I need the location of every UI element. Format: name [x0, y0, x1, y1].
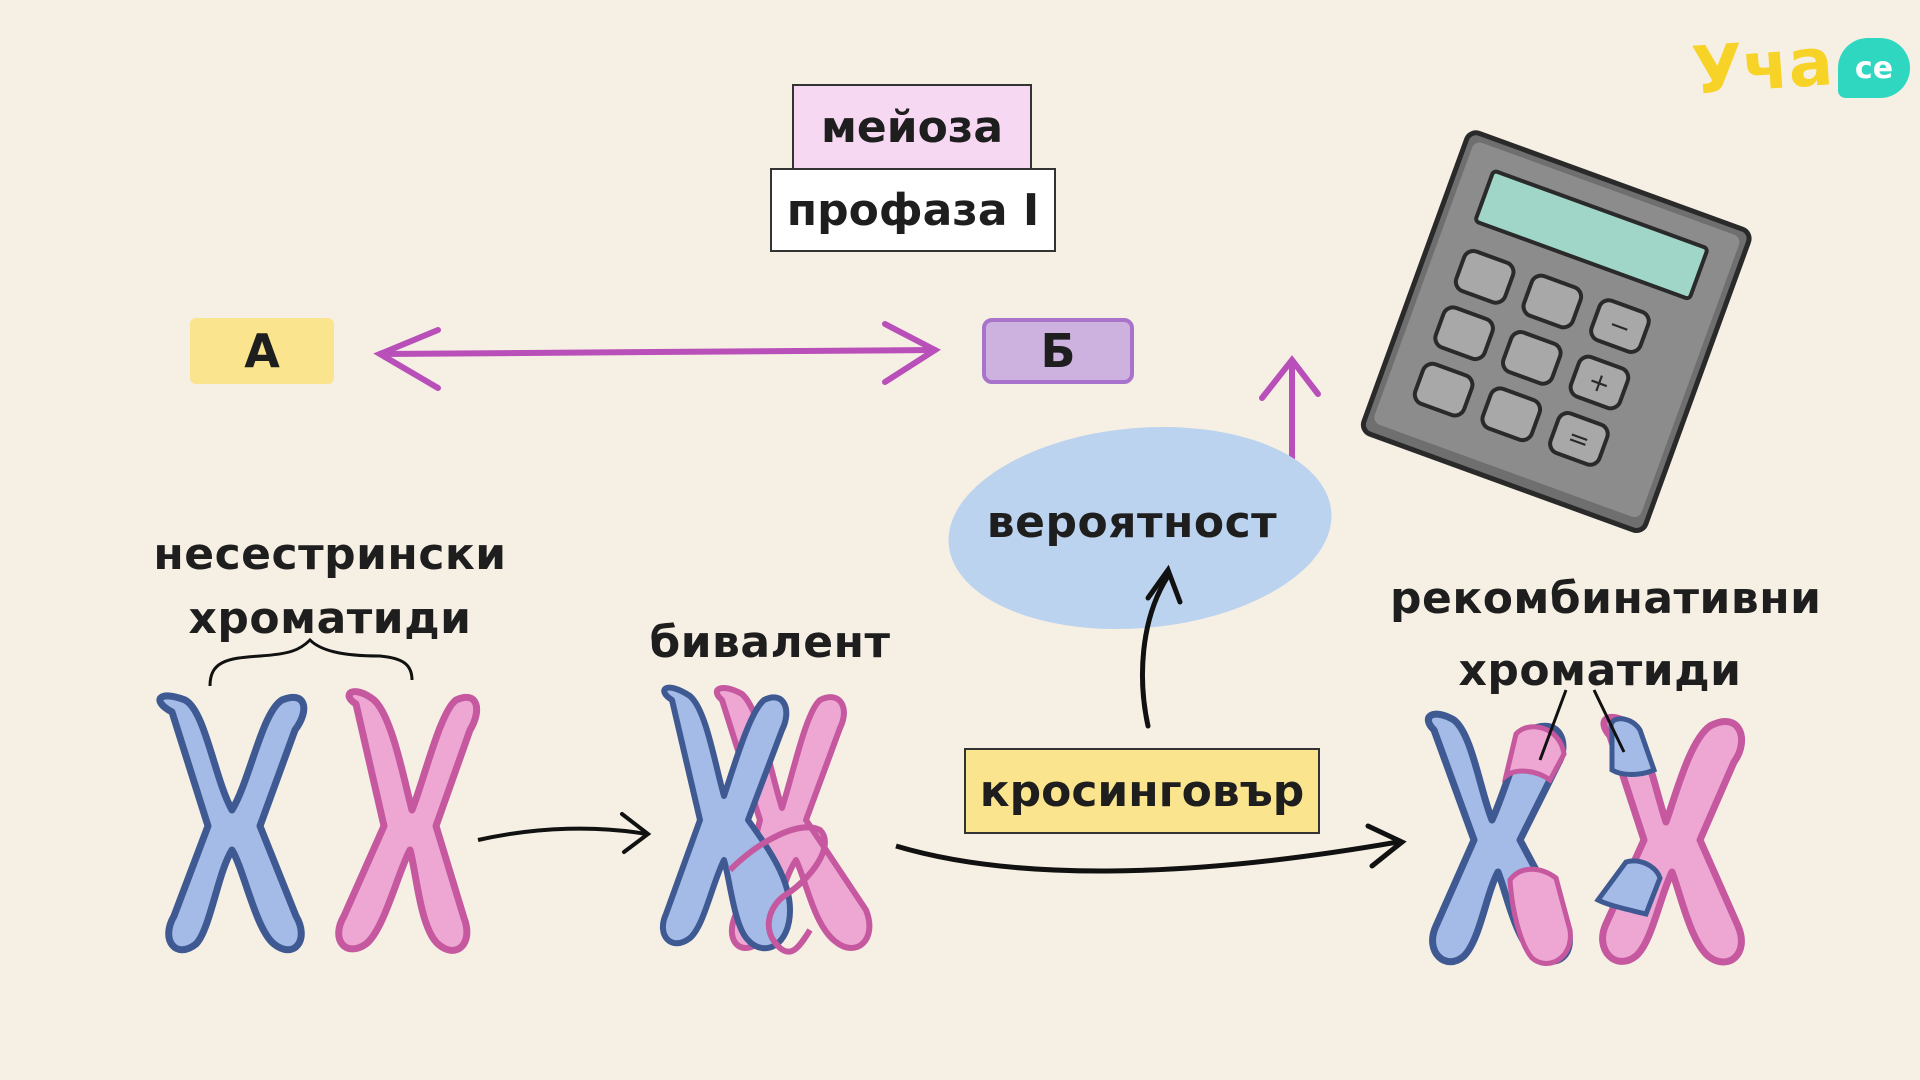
- recomb-line1: рекомбинативни: [1390, 573, 1822, 624]
- recombinant-chromatids-label: рекомбинативни хроматиди: [1390, 563, 1822, 707]
- pointer-lines: [1538, 689, 1626, 761]
- blue-chromosome-left: [156, 692, 308, 954]
- recomb-line2: хроматиди: [1458, 645, 1742, 696]
- recombinant-chromosome-blue: [1424, 710, 1573, 966]
- arrow-to-recombinant: [895, 839, 1399, 874]
- logo-badge: се: [1838, 38, 1910, 98]
- recombinant-chromosome-pink: [1594, 713, 1746, 966]
- pink-chromosome-left: [335, 688, 481, 954]
- meiosis-box: мейоза: [792, 84, 1032, 170]
- crossingover-box: кросинговър: [964, 748, 1320, 834]
- bivalent-chromosomes: [659, 684, 873, 955]
- curved-arrow-to-ellipse: [1140, 573, 1171, 729]
- bivalent-label: бивалент: [649, 617, 891, 668]
- arrowhead-to-ellipse: [1145, 564, 1183, 605]
- box-b: Б: [982, 318, 1134, 384]
- box-a: А: [190, 318, 334, 384]
- brace: [208, 637, 414, 687]
- arrow-to-bivalent: [477, 826, 647, 842]
- nonsister-line2: хроматиди: [188, 593, 472, 644]
- prophase-box: профаза I: [770, 168, 1056, 252]
- calculator-icon: − + =: [1360, 130, 1752, 533]
- double-arrow: [373, 321, 941, 391]
- nonsister-line1: несестрински: [153, 529, 507, 580]
- logo-text: Уча: [1689, 23, 1836, 110]
- nonsister-chromatids-label: несестрински хроматиди: [150, 523, 510, 651]
- probability-ellipse: [948, 426, 1332, 630]
- probability-label: вероятност: [986, 497, 1278, 548]
